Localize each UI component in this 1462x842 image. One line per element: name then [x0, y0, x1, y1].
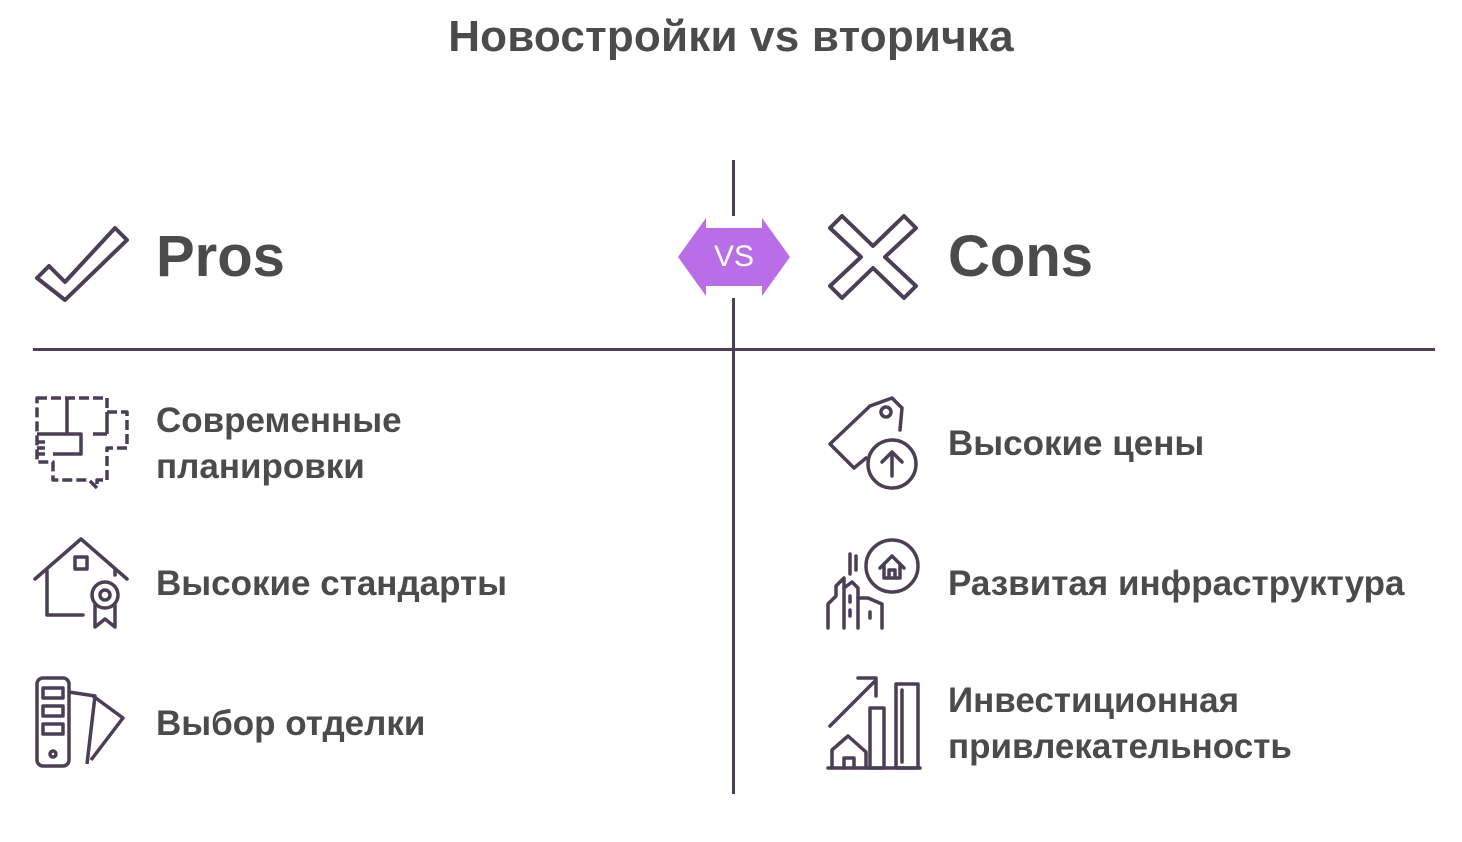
house-certificate-icon [33, 537, 129, 629]
cons-item-2-line-1: Развитая инфраструктура [948, 564, 1405, 603]
pros-item-1-text: Современные планировки [156, 398, 402, 490]
pros-label: Pros [156, 224, 285, 289]
checkmark-icon [35, 226, 129, 302]
pros-item-2-text: Высокие стандарты [156, 561, 507, 607]
cons-item-2-text: Развитая инфраструктура [948, 561, 1404, 607]
cross-icon [828, 214, 918, 300]
cons-item-1-text: Высокие цены [948, 421, 1204, 467]
cons-item-3-line-2: привлекательность [948, 727, 1292, 766]
vs-label: VS [713, 240, 755, 273]
cons-item-3-text: Инвестиционная привлекательность [948, 678, 1292, 770]
pros-item-3-line-1: Выбор отделки [156, 704, 426, 743]
pros-item-1-line-1: Современные [156, 401, 402, 440]
growth-chart-icon [826, 676, 922, 770]
cons-label: Cons [948, 224, 1093, 289]
page-title: Новостройки vs вторичка [448, 12, 1014, 61]
floor-plan-icon [35, 396, 129, 490]
pros-item-1-line-2: планировки [156, 447, 365, 486]
city-home-icon [826, 538, 920, 630]
vs-badge [678, 218, 790, 296]
vertical-divider-top [732, 160, 735, 216]
vertical-divider-bottom [732, 298, 735, 794]
cons-item-3-line-1: Инвестиционная [948, 681, 1240, 720]
color-swatch-icon [35, 676, 125, 768]
pros-item-2-line-1: Высокие стандарты [156, 564, 508, 603]
price-tag-up-icon [828, 396, 918, 490]
cons-item-1-line-1: Высокие цены [948, 424, 1205, 463]
pros-item-3-text: Выбор отделки [156, 701, 425, 747]
horizontal-divider [33, 348, 1435, 351]
